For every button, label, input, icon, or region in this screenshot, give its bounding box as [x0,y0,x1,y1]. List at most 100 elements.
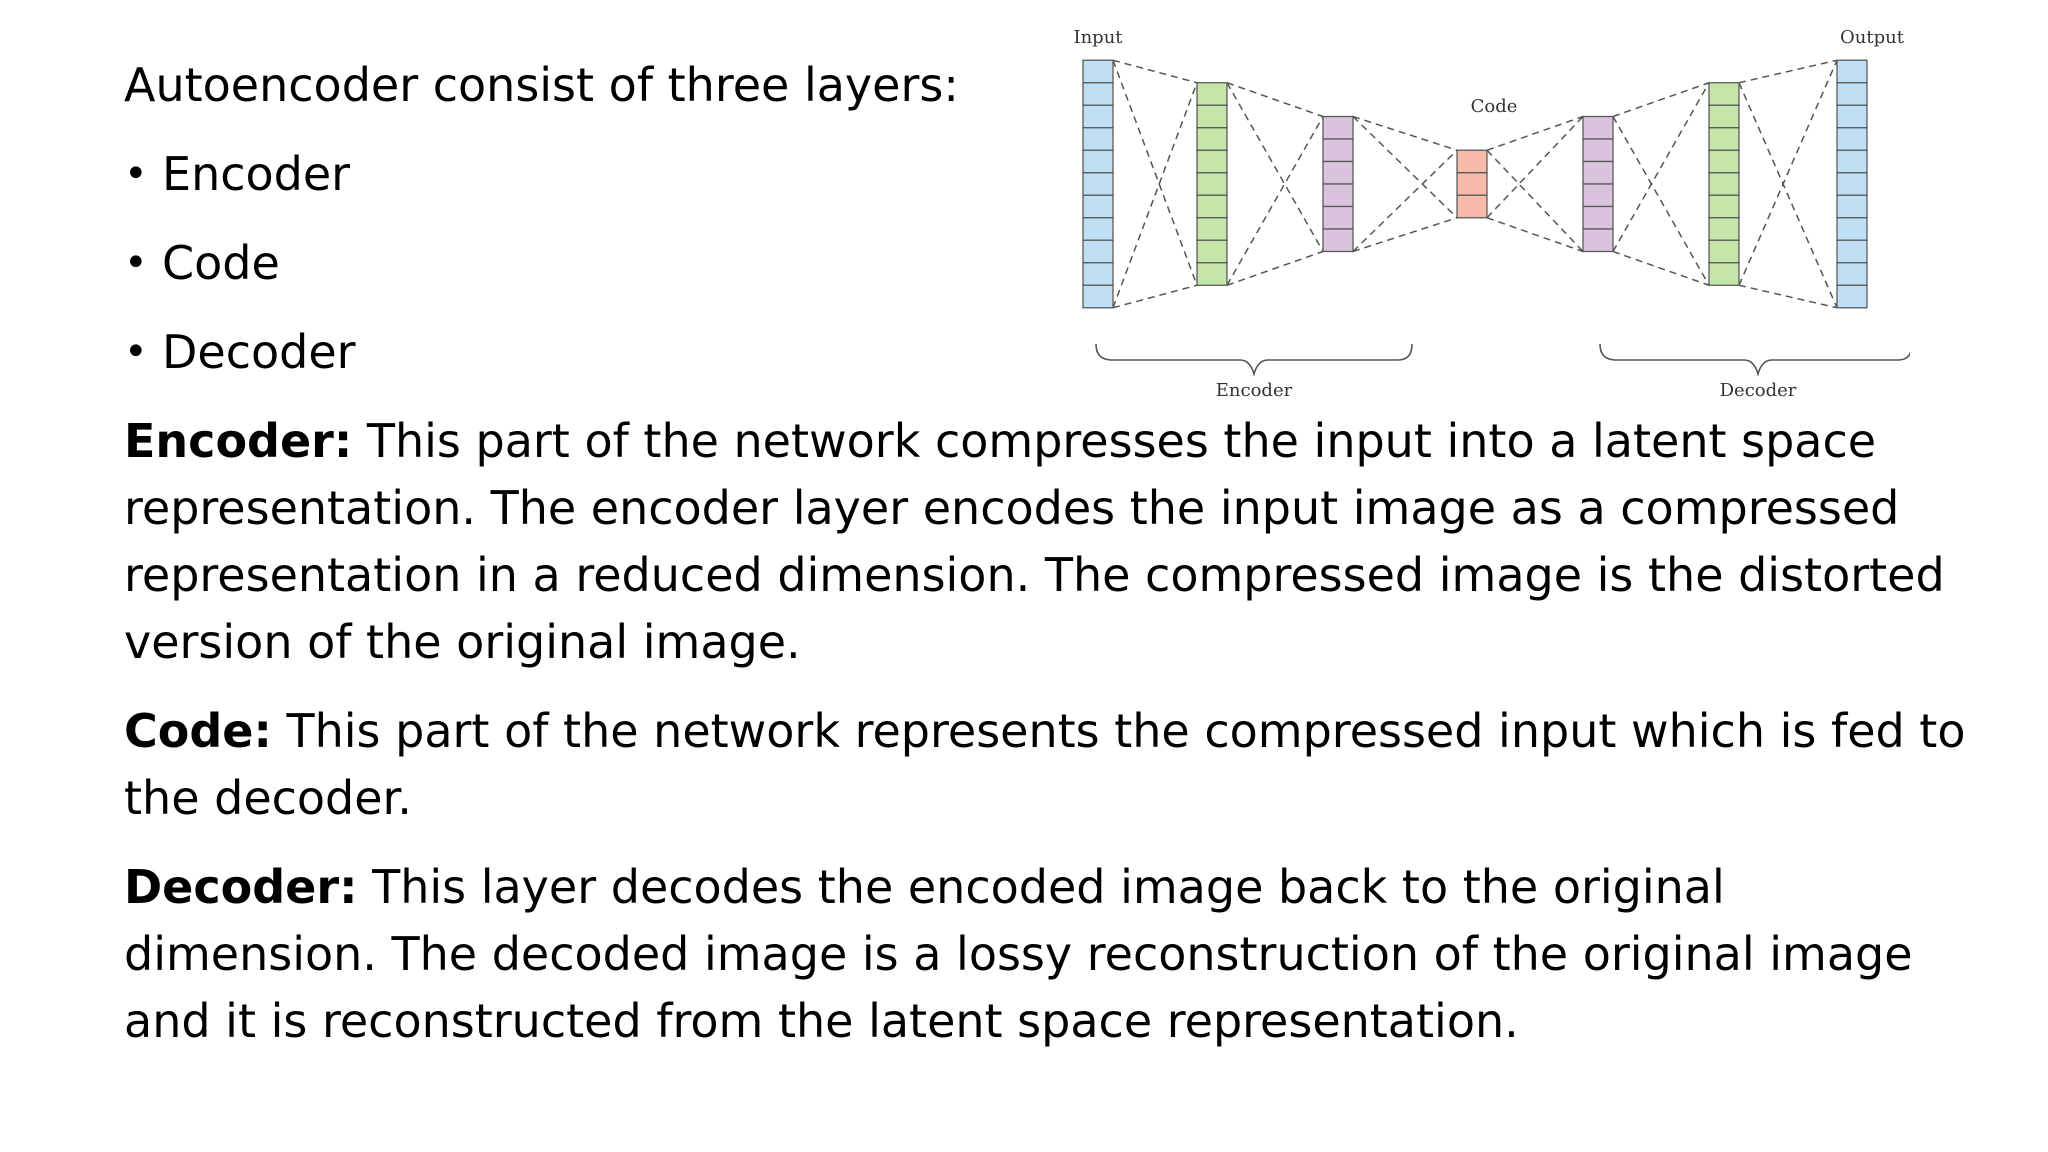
connection-line [1112,59,1198,286]
layer-cell [1082,149,1114,174]
layer-cell [1322,160,1354,185]
layer-cell [1082,127,1114,151]
layer-cell [1456,172,1488,196]
layer-cell [1708,149,1740,174]
connection-line [1112,284,1198,309]
layer-cell [1836,149,1868,174]
decoder-hidden-2-layer [1708,82,1740,286]
layer-cell [1196,82,1228,106]
decoder-hidden-1-layer [1582,115,1614,253]
layer-cell [1836,194,1868,219]
layer-cell [1322,115,1354,140]
bullet-item-code: • Code [124,230,1984,297]
layer-cell [1708,127,1740,151]
bullet-item-encoder: • Encoder [124,141,1984,208]
decoder-brace-label: Decoder [1720,380,1797,401]
code-text: This part of the network represents the … [124,704,1966,825]
connection-line [1226,250,1324,286]
layer-cell [1082,59,1114,84]
layer-cell [1708,262,1740,286]
layer-cell [1082,217,1114,241]
layer-cell [1836,239,1868,264]
layer-cell [1708,239,1740,264]
layer-cell [1836,82,1868,106]
encoder-hidden-1-layer [1196,82,1228,286]
slide-heading: Autoencoder consist of three layers: [124,58,959,112]
layer-cell [1456,149,1488,174]
bullet-icon: • [124,151,148,197]
layer-bullet-list: • Encoder • Code • Decoder [124,141,1984,386]
layer-cell [1082,172,1114,196]
input-layer [1082,59,1114,309]
connection-line [1112,82,1198,309]
layer-cell [1196,127,1228,151]
decoder-term: Decoder: [124,860,358,914]
decoder-brace [1599,343,1910,377]
layer-cell [1082,262,1114,286]
layer-cell [1456,194,1488,219]
layer-cell [1836,172,1868,196]
connection-line [1738,284,1838,309]
output-label: Output [1840,27,1905,48]
layer-cell [1322,138,1354,163]
decoder-text: This layer decodes the encoded image bac… [124,860,1913,1048]
layer-cell [1196,217,1228,241]
encoder-brace-label: Encoder [1216,380,1293,401]
layer-cell [1196,239,1228,264]
slide-content: Autoencoder consist of three layers: • E… [124,52,1984,1077]
connection-line [1486,115,1584,151]
layer-cell [1082,284,1114,309]
connection-line [1352,149,1458,253]
connection-line [1226,82,1324,118]
layer-cell [1582,160,1614,185]
connection-line [1112,59,1198,84]
layer-cell [1082,194,1114,219]
connection-line [1738,59,1838,84]
layer-cell [1708,82,1740,106]
layer-cell [1582,228,1614,253]
encoder-brace [1095,343,1413,377]
layer-cell [1196,172,1228,196]
layer-cell [1836,217,1868,241]
encoder-hidden-2-layer [1322,115,1354,253]
layer-cell [1708,194,1740,219]
bullet-label: Decoder [162,325,356,379]
connection-line [1612,250,1710,286]
bullet-item-decoder: • Decoder [124,319,1984,386]
layer-cell [1196,262,1228,286]
decoder-description: Decoder: This layer decodes the encoded … [124,854,1984,1055]
layer-cell [1196,194,1228,219]
connection-line [1352,115,1458,219]
bullet-icon: • [124,329,148,375]
code-term: Code: [124,704,272,758]
connection-line [1352,115,1458,151]
connection-line [1612,82,1710,118]
layer-cell [1582,138,1614,163]
code-label: Code [1471,96,1518,117]
input-label: Input [1073,27,1123,48]
connection-line [1226,82,1324,252]
encoder-term: Encoder: [124,414,353,468]
connection-line [1486,115,1584,219]
connection-line [1226,116,1324,286]
code-description: Code: This part of the network represent… [124,698,1984,832]
layer-cell [1836,104,1868,129]
connection-lines [1112,59,1838,309]
layer-cell [1708,104,1740,129]
layer-cell [1196,104,1228,129]
layer-cell [1322,183,1354,208]
layer-cell [1836,59,1868,84]
autoencoder-diagram: Input Output Code Encoder Decoder [1073,27,1910,401]
layer-cell [1708,217,1740,241]
layer-cell [1582,115,1614,140]
layer-cell [1322,228,1354,253]
bullet-label: Code [162,236,280,290]
connection-line [1486,217,1584,253]
connection-line [1612,82,1710,252]
layer-cell [1836,284,1868,309]
layer-cell [1582,183,1614,208]
connection-line [1486,149,1584,253]
output-layer [1836,59,1868,309]
bullet-icon: • [124,240,148,286]
encoder-text: This part of the network compresses the … [124,414,1945,669]
